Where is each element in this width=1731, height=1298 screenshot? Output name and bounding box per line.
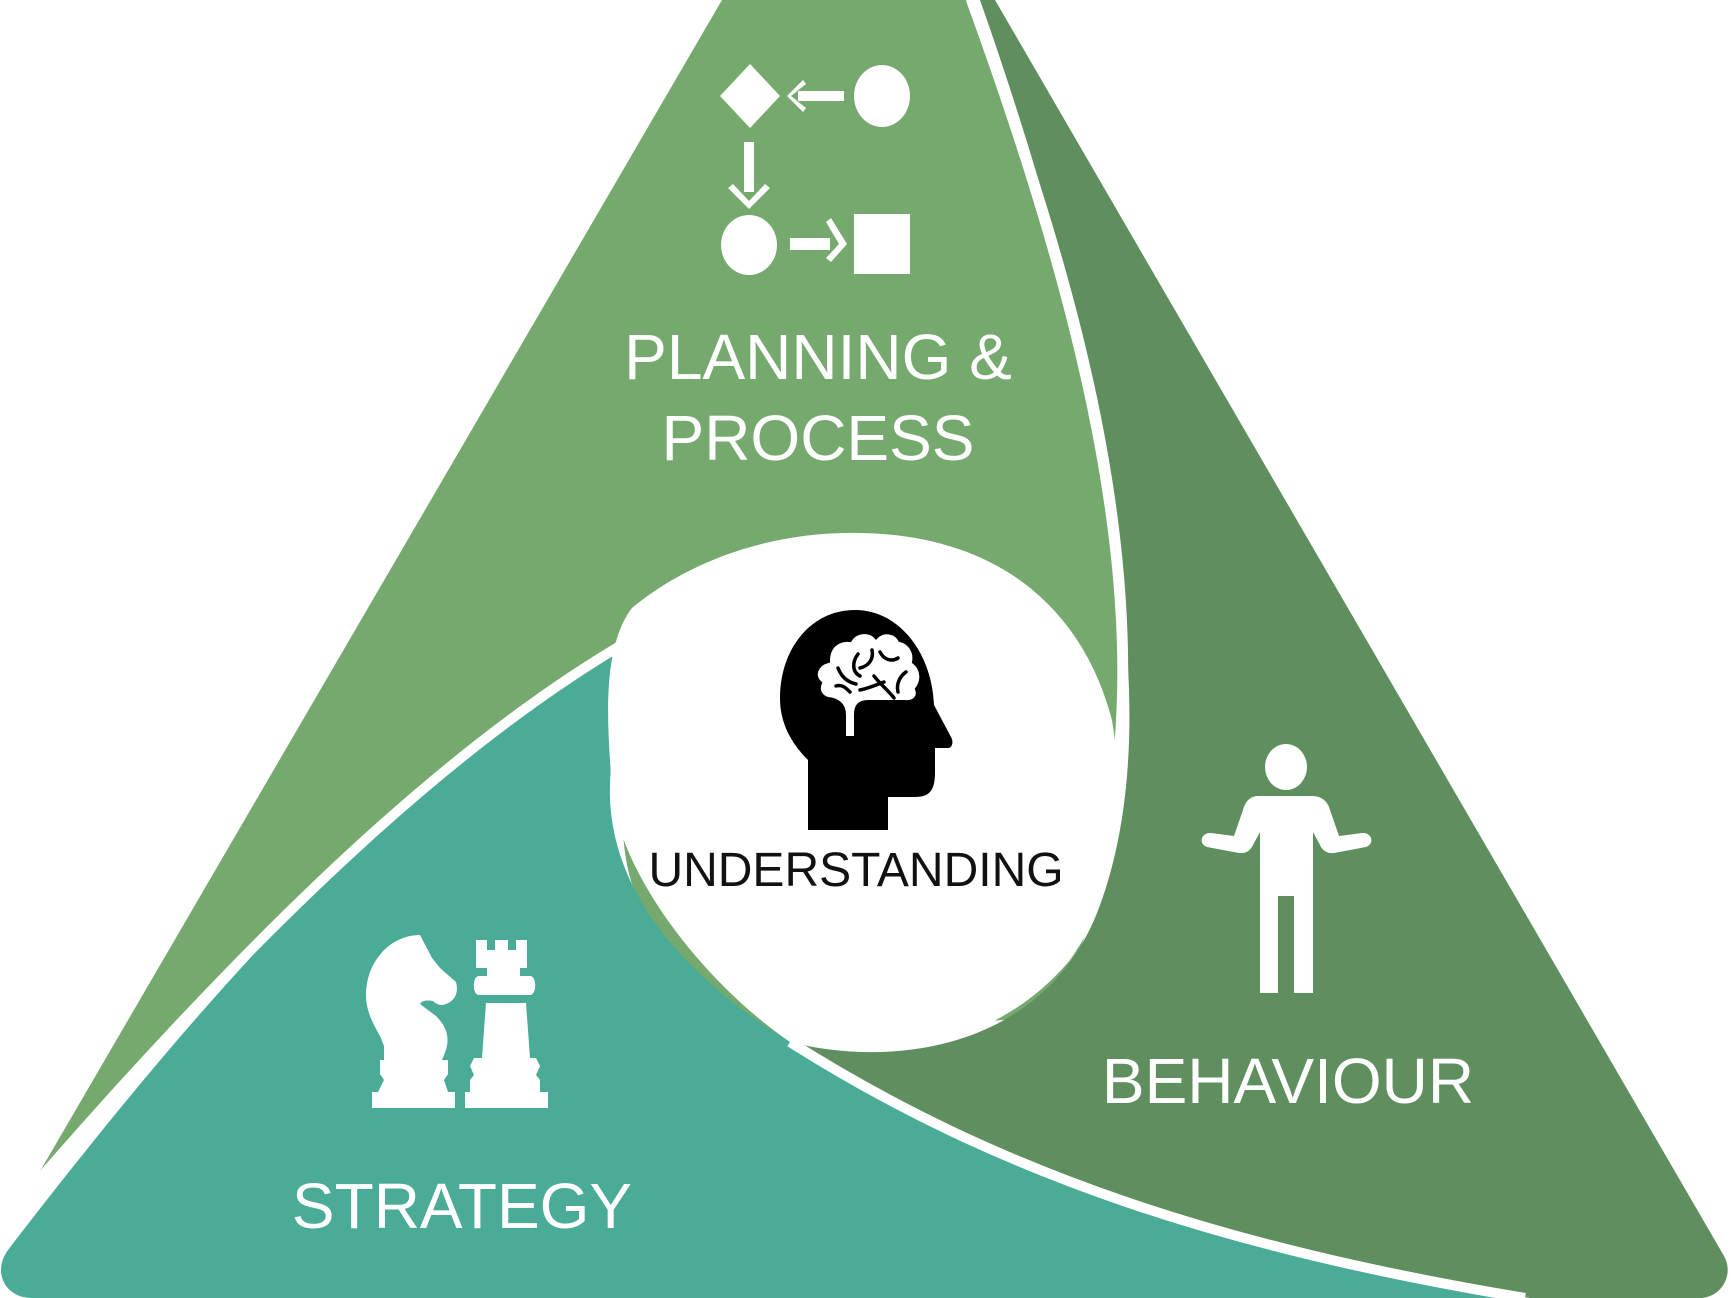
process-flow-square (854, 214, 910, 274)
separator-planning-strategy (26, 603, 693, 1194)
process-flow-arrow-down-shaft (744, 142, 754, 192)
process-flow-arrow-right-shaft (790, 238, 830, 250)
brain-folds (834, 648, 908, 700)
process-flow-diamond (720, 64, 780, 128)
center-label: UNDERSTANDING (648, 844, 1063, 897)
planning-label-line1: PLANNING & (624, 321, 1012, 393)
chess-pieces-icon (366, 935, 548, 1108)
segment-strategy (1, 608, 1521, 1298)
chess-knight (366, 935, 457, 1108)
separator-planning-behaviour (794, 0, 1129, 1045)
separator-strategy-behaviour (787, 1037, 1526, 1298)
planning-label-line2: PROCESS (662, 402, 975, 474)
person-body (1201, 796, 1372, 993)
brain-head-icon (780, 610, 953, 830)
chess-rook (465, 940, 548, 1108)
process-flow-arrow-left-shaft (798, 91, 844, 101)
behaviour-label: BEHAVIOUR (1102, 1045, 1474, 1117)
process-flow-arrow-left-head (787, 80, 806, 112)
strategy-label: STRATEGY (292, 1170, 632, 1242)
process-flow-arrow-right-head (826, 218, 847, 262)
person-head (1265, 744, 1307, 790)
process-flow-arrow-down-head (728, 184, 770, 209)
process-flow-icon (720, 64, 910, 275)
process-flow-circle-bottom (721, 215, 777, 275)
process-flow-circle-top (854, 65, 910, 127)
person-shrug-icon (1201, 744, 1372, 993)
segment-behaviour (790, 0, 1728, 1298)
